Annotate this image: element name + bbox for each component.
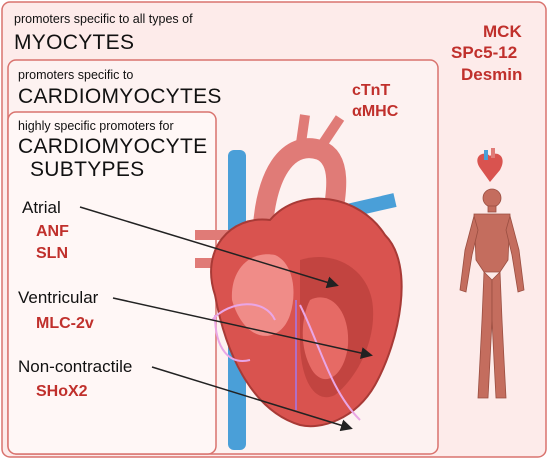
promoter-sln: SLN [36, 245, 68, 262]
atrial-arrow [79, 206, 339, 289]
promoter-ctnt: cTnT [352, 82, 391, 99]
small-heart-icon [477, 148, 503, 182]
subtypes-subtitle: highly specific promoters for [18, 119, 174, 133]
promoter-shox2: SHoX2 [36, 383, 88, 400]
ventricular-arrow [112, 297, 373, 359]
promoter-anf: ANF [36, 223, 69, 240]
promoter-spc5-12: SPc5-12 [451, 43, 518, 62]
myocytes-subtitle: promoters specific to all types of [14, 12, 193, 26]
subtypes-title-line-1: CARDIOMYOCYTE [18, 135, 208, 158]
cardiomyocytes-subtitle: promoters specific to [18, 68, 134, 82]
ventricular-label: Ventricular [18, 288, 99, 307]
non-contractile-label: Non-contractile [18, 357, 133, 376]
cardiomyocytes-title: CARDIOMYOCYTES [18, 85, 222, 108]
promoter-mck: MCK [483, 22, 522, 41]
non-contractile-arrow [151, 366, 353, 432]
myocytes-title: MYOCYTES [14, 31, 135, 54]
subtypes-title-line-2: SUBTYPES [30, 158, 145, 181]
heart-illustration [195, 114, 403, 450]
promoter-mlc-2v: MLC-2v [36, 315, 94, 332]
promoter-desmin: Desmin [461, 65, 523, 84]
atrial-label: Atrial [22, 198, 61, 217]
promoter-amhc: αMHC [352, 103, 399, 120]
human-muscle-figure-icon [459, 188, 525, 399]
